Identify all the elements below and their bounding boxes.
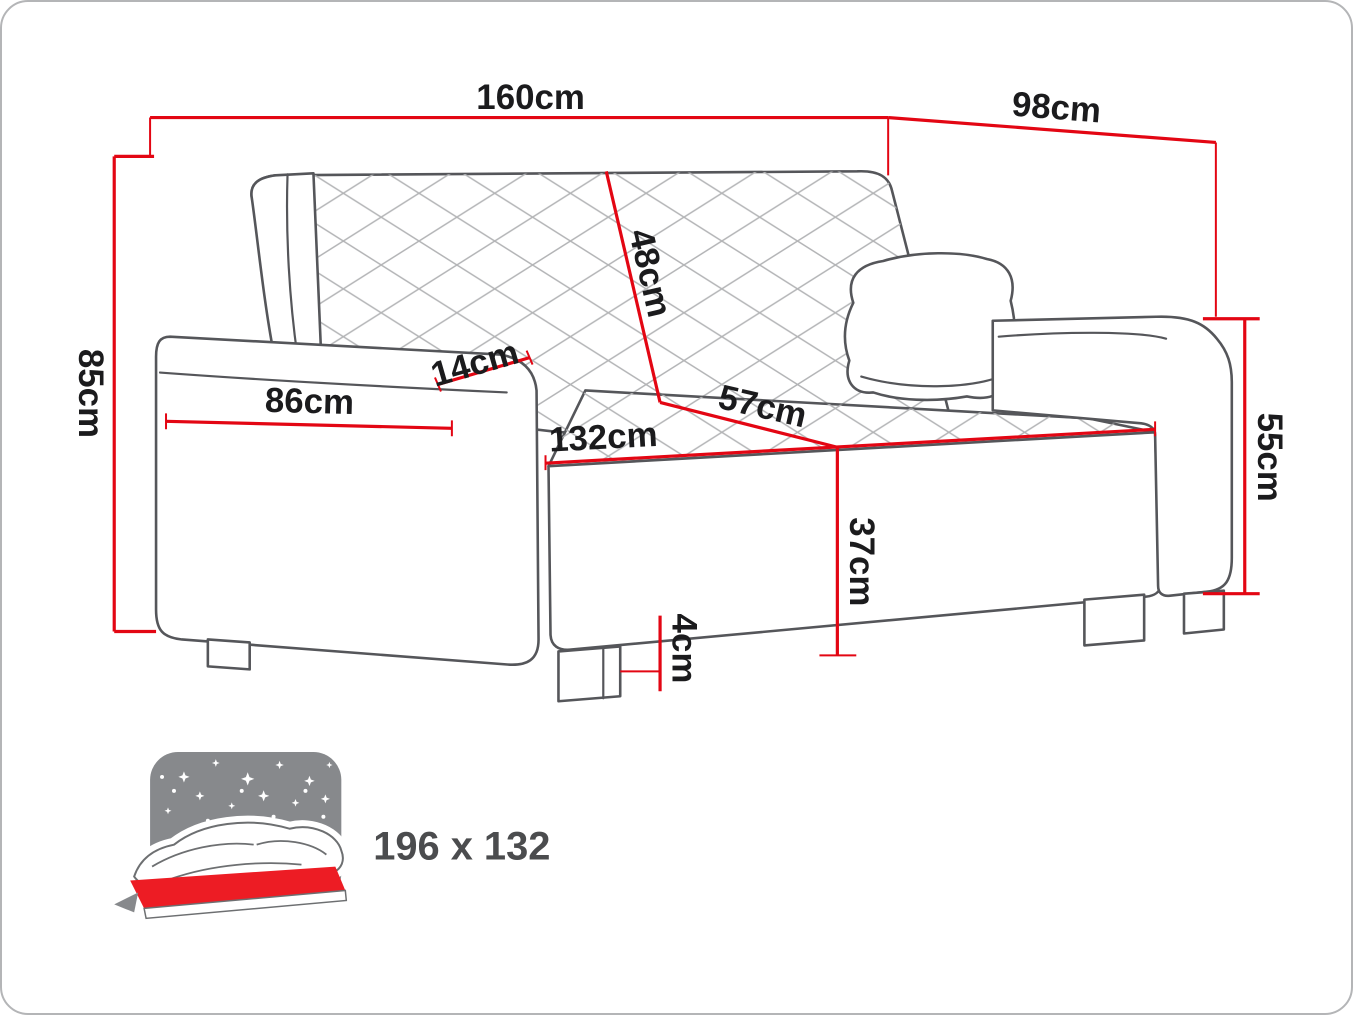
dimension-leg-height: 4cm xyxy=(620,614,703,692)
sofa-leg-front-left xyxy=(557,645,622,703)
dimension-label: 160cm xyxy=(476,78,585,117)
sleeping-area-pictogram: 196 x 132 xyxy=(114,752,550,920)
dimension-seat-width: 132cm xyxy=(544,415,1157,471)
dimension-total-height: 85cm xyxy=(71,154,157,634)
dimension-label: 86cm xyxy=(264,381,354,422)
arrow-icon xyxy=(114,892,139,913)
dimension-label: 98cm xyxy=(1011,85,1103,131)
star-dot xyxy=(239,788,244,793)
sofa-leg-front-right xyxy=(1083,593,1146,647)
star-dot xyxy=(160,774,165,779)
star-dot xyxy=(321,814,326,819)
dimension-line xyxy=(888,115,1216,145)
dimension-label: 85cm xyxy=(71,349,110,438)
sofa-seat-quilting xyxy=(548,390,1156,467)
dimension-extension xyxy=(149,117,890,176)
sofa-armrest-left xyxy=(154,335,540,666)
dimension-tick xyxy=(114,154,157,634)
dimension-tick xyxy=(544,421,1157,471)
pillow-seam xyxy=(860,375,1002,388)
sofa-leg-rear-left xyxy=(206,638,251,671)
sofa-leg-rear-right xyxy=(1182,589,1226,635)
bed-sheet xyxy=(143,889,348,920)
star-dot xyxy=(303,788,308,793)
dimensions: 160cm 98cm 85cm 48cm 14cm 8 xyxy=(71,78,1289,692)
dimension-tick xyxy=(434,350,534,392)
sleeping-area-label: 196 x 132 xyxy=(373,825,550,869)
dimension-seat-height: 37cm xyxy=(819,447,881,657)
dimension-line xyxy=(659,400,838,449)
sofa-armrest-right-seam xyxy=(997,331,1168,340)
dimension-front-inner-width: 86cm xyxy=(165,381,453,437)
sofa-headrest-seam xyxy=(285,173,299,358)
dimension-tick xyxy=(1202,317,1260,596)
dimension-label: 132cm xyxy=(548,415,658,460)
dimension-tick xyxy=(165,413,453,437)
dimension-total-depth: 98cm xyxy=(888,85,1217,317)
bed-blanket-fold xyxy=(151,840,327,880)
dimension-armrest-height: 55cm xyxy=(1202,317,1289,596)
dimension-label: 55cm xyxy=(1250,413,1289,502)
dimension-label: 37cm xyxy=(842,517,881,606)
bed-icon xyxy=(114,815,350,920)
dimension-line xyxy=(437,356,531,387)
bed-mattress xyxy=(130,866,346,909)
dimension-total-width: 160cm xyxy=(149,78,890,176)
dimension-label: 4cm xyxy=(664,614,703,684)
star-dot xyxy=(171,788,176,793)
dimension-line xyxy=(165,419,452,430)
sofa-illustration xyxy=(154,170,1234,703)
sofa-armrest-left-seam xyxy=(158,371,508,394)
dimension-line xyxy=(545,427,1156,465)
dimension-line xyxy=(604,170,662,403)
